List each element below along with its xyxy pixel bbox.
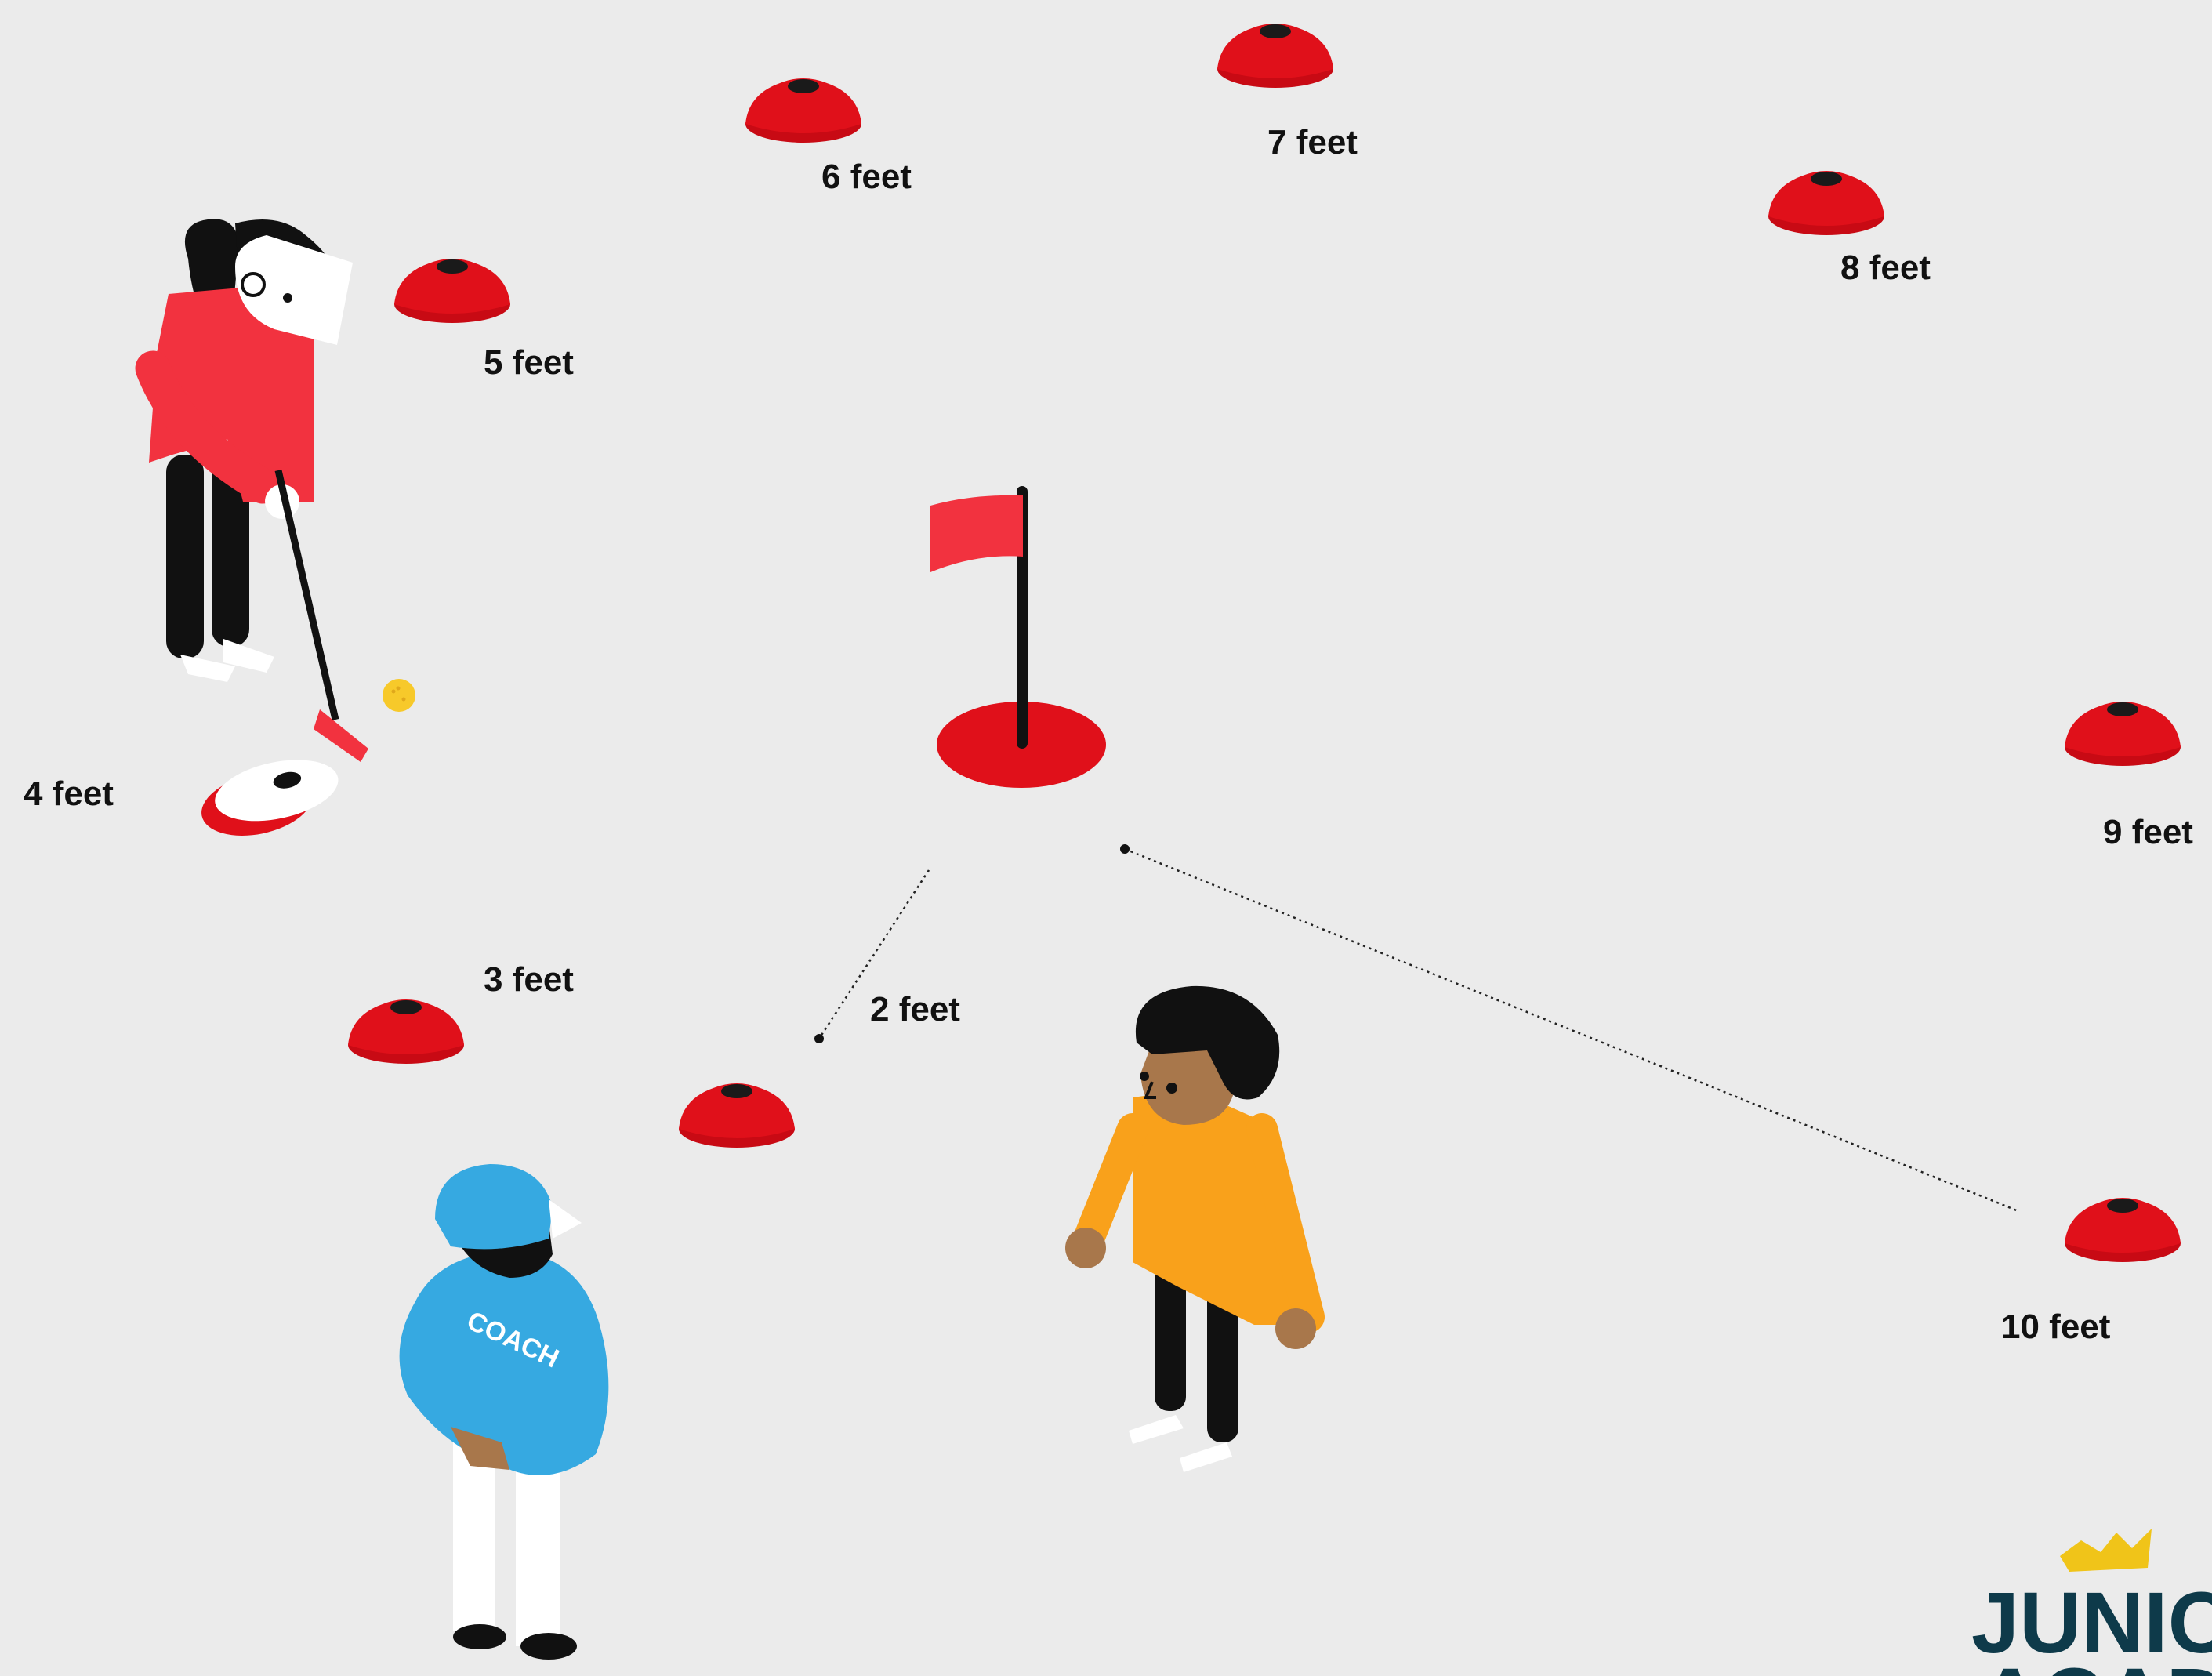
measure-dot	[814, 1034, 824, 1043]
label-9-feet: 9 feet	[2103, 813, 2193, 851]
label-2-feet: 2 feet	[870, 990, 960, 1028]
golf-ball-icon	[383, 679, 415, 712]
cone-icon	[394, 259, 510, 323]
cone-icon	[745, 78, 861, 143]
cone-icon	[2065, 1198, 2181, 1262]
kid-figure	[1065, 986, 1317, 1472]
cone-icon	[348, 999, 464, 1064]
cone-icon	[1217, 24, 1333, 88]
logo-line2: ACADEMY	[1979, 1651, 2212, 1676]
label-10-feet: 10 feet	[2001, 1308, 2111, 1346]
measurement-lines	[814, 844, 2018, 1211]
junior-academy-logo: JUNIOR ACADEMY	[1971, 1529, 2212, 1676]
cone-icon	[2065, 702, 2181, 766]
measure-dot	[1120, 844, 1130, 854]
golfer-figure	[149, 219, 368, 762]
label-3-feet: 3 feet	[484, 960, 574, 999]
flag-icon	[930, 495, 1023, 572]
cone-icon	[194, 749, 346, 845]
label-8-feet: 8 feet	[1840, 248, 1931, 287]
label-5-feet: 5 feet	[484, 343, 574, 382]
putter-icon	[278, 470, 335, 720]
cone-icon	[679, 1083, 795, 1148]
logo-crown-icon	[2060, 1529, 2152, 1572]
hole-flag	[930, 486, 1106, 788]
label-6-feet: 6 feet	[821, 158, 912, 196]
label-4-feet: 4 feet	[24, 775, 114, 813]
label-7-feet: 7 feet	[1267, 123, 1358, 161]
cone-icon	[1768, 171, 1884, 235]
coach-figure: COACH	[400, 1164, 609, 1660]
